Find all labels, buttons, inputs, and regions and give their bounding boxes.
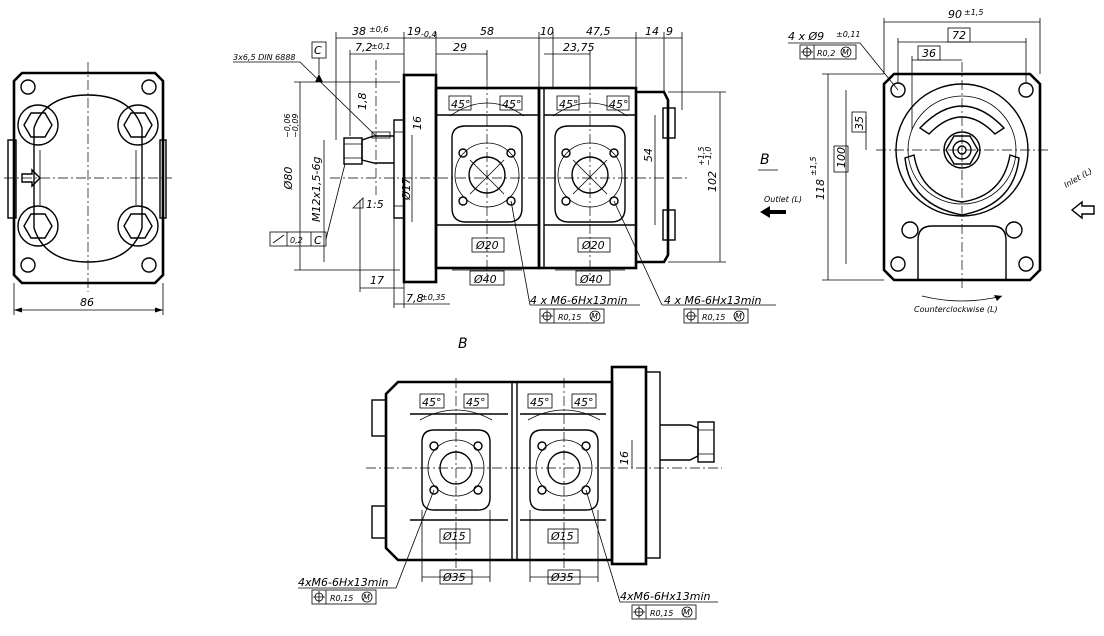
dim-58: 58 — [480, 25, 494, 38]
end-pos-mod: M — [842, 48, 849, 57]
dim-80-tol-bot: −0,09 — [291, 113, 300, 138]
dim-17: 17 — [370, 274, 384, 287]
runout-tol: 0,2 — [290, 236, 303, 245]
dim-1-8: 1,8 — [356, 93, 369, 111]
dim-54: 54 — [642, 148, 655, 162]
view-b-angle-2: 45° — [466, 396, 486, 409]
side-port-flange-2: Ø40 — [579, 273, 603, 286]
taper: 1:5 — [366, 198, 384, 211]
side-angle-1: 45° — [451, 98, 471, 111]
dim-29: 29 — [453, 41, 467, 54]
end-dim-118: 118 — [814, 179, 827, 200]
outlet-arrow-icon — [760, 206, 786, 218]
dim-7-2: 7,2 — [355, 41, 373, 54]
side-angle-4: 45° — [609, 98, 629, 111]
end-dim-90: 90 — [948, 8, 962, 21]
side-port-1 — [449, 102, 525, 223]
dim-47-5: 47,5 — [586, 25, 611, 38]
side-view: 45° 45° 45° 45° 38 ±0,6 19 -0,4 58 10 47… — [233, 25, 776, 324]
rotation-arrow-icon — [994, 295, 1002, 301]
view-b-dim-16: 16 — [618, 451, 631, 465]
view-b-angle-4: 45° — [574, 396, 594, 409]
front-bolts — [17, 104, 159, 247]
dim-38-tol: ±0,6 — [369, 25, 388, 34]
dim-14: 14 — [645, 25, 659, 38]
view-b-port-1 — [419, 409, 493, 511]
dim-width-86: 86 — [80, 296, 94, 309]
runout-datum: C — [314, 234, 322, 247]
dim-102-tol-bot: −1,0 — [704, 147, 713, 166]
side-angle-2: 45° — [502, 98, 522, 111]
side-pos-tol-1: R0,15 — [558, 313, 581, 322]
end-dim-36: 36 — [922, 47, 936, 60]
end-bolt-holes — [890, 82, 1034, 272]
view-b-angle-1: 45° — [422, 396, 442, 409]
view-b-pos-tol-1: R0,15 — [330, 594, 353, 603]
side-port-2 — [552, 102, 628, 223]
dim-7-8: 7,8 — [406, 292, 424, 305]
view-b-thread-callout-2: 4xM6-6Hx13min — [620, 590, 711, 603]
view-b-pos-mod-1: M — [363, 593, 370, 602]
side-thread-callout-2: 4 x M6-6Hx13min — [664, 294, 762, 307]
dim-9: 9 — [666, 25, 673, 38]
dim-7-2-tol: ±0,1 — [371, 42, 390, 51]
view-b-pos-mod-2: M — [683, 608, 690, 617]
inlet-label: Inlet (L) — [1063, 166, 1094, 189]
view-b-title: B — [458, 336, 468, 352]
dim-19: 19 — [407, 25, 421, 38]
datum-c: C — [314, 44, 322, 57]
rotation-label: Counterclockwise (L) — [914, 305, 998, 314]
end-dim-90-tol: ±1,5 — [964, 8, 983, 17]
end-bolt-holes-callout: 4 x Ø9 — [788, 30, 824, 43]
end-dim-72: 72 — [952, 29, 966, 42]
side-port-dia-1: Ø20 — [475, 239, 499, 252]
end-dim-35: 35 — [853, 116, 866, 130]
view-b: B — [298, 336, 722, 620]
view-b-angle-3: 45° — [530, 396, 550, 409]
dim-16: 16 — [411, 116, 424, 130]
view-b-port-2 — [527, 409, 601, 511]
front-corner-holes — [20, 79, 157, 273]
end-bolt-holes-tol: ±0,11 — [836, 30, 861, 39]
view-b-pos-tol-2: R0,15 — [650, 609, 673, 618]
view-b-port-dia-2: Ø15 — [550, 530, 574, 543]
view-b-port-flange-2: Ø35 — [550, 571, 574, 584]
end-view: 90 ±1,5 72 36 4 x Ø9 ±0,11 R0,2 M 118 ±1… — [758, 8, 1095, 314]
side-port-flange-1: Ø40 — [473, 273, 497, 286]
dim-23-75: 23,75 — [563, 41, 595, 54]
end-dim-100: 100 — [835, 147, 848, 168]
view-b-port-flange-1: Ø35 — [442, 571, 466, 584]
end-pos-tol: R0,2 — [817, 49, 835, 58]
inlet-arrow-icon — [1070, 200, 1095, 220]
dim-102-tol-top: +1,5 — [697, 147, 706, 166]
side-pos-mod-2: M — [735, 312, 742, 321]
dim-7-8-tol: ±0,35 — [421, 293, 446, 302]
dim-17-dia: Ø17 — [400, 177, 413, 201]
side-port-dia-2: Ø20 — [581, 239, 605, 252]
side-angle-3: 45° — [559, 98, 579, 111]
dim-80: Ø80 — [282, 167, 295, 191]
view-b-port-dia-1: Ø15 — [442, 530, 466, 543]
dim-19-tol: -0,4 — [421, 30, 437, 39]
end-view-letter: B — [760, 152, 770, 168]
outlet-label: Outlet (L) — [764, 195, 802, 204]
side-pos-mod-1: M — [591, 312, 598, 321]
dim-10: 10 — [540, 25, 554, 38]
dim-80-tol-top: −0,06 — [283, 113, 292, 138]
dim-38: 38 — [352, 25, 366, 38]
side-thread-callout-1: 4 x M6-6Hx13min — [530, 294, 628, 307]
thread: M12x1,5-6g — [310, 157, 323, 222]
end-dim-118-tol: ±1,5 — [809, 157, 818, 176]
dim-102: 102 — [706, 171, 719, 192]
key-spec: 3x6,5 DIN 6888 — [233, 53, 296, 62]
view-b-thread-callout-1: 4xM6-6Hx13min — [298, 576, 389, 589]
front-view: 86 — [4, 62, 172, 315]
side-pos-tol-2: R0,15 — [702, 313, 725, 322]
